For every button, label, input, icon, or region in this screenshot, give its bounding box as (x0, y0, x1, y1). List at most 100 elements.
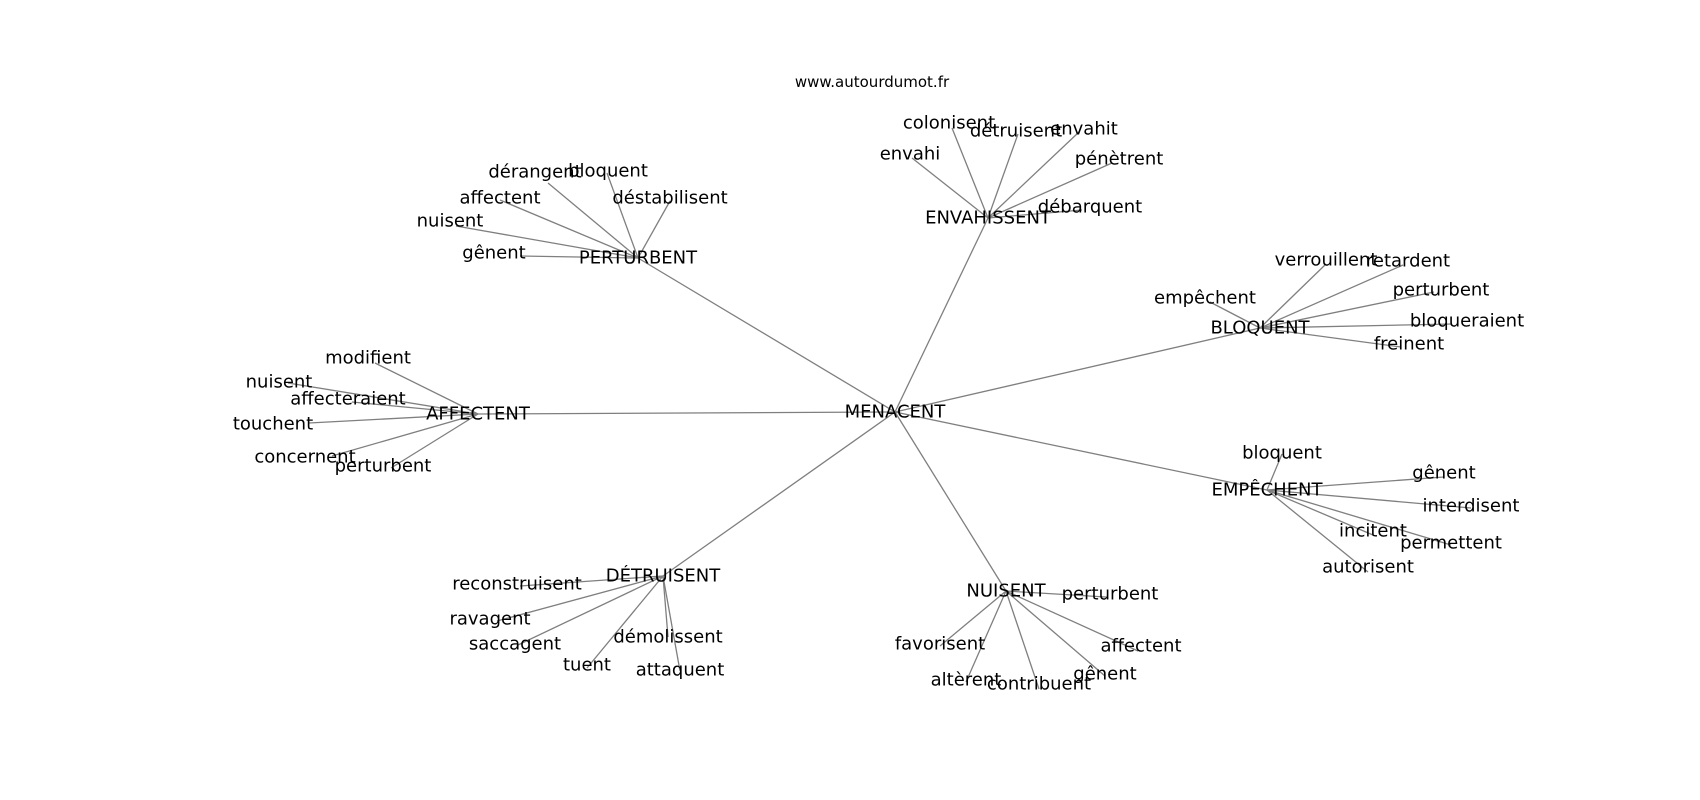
edge-envahissent-leaf-5 (987, 209, 1083, 219)
hub-node-bloquent[interactable]: BLOQUENT (1210, 318, 1310, 339)
edges (287, 127, 1472, 690)
edge-perturbent-leaf-5 (519, 255, 639, 259)
leaf-node-perturbent[interactable]: affectent (460, 188, 541, 209)
leaf-node-bloquent[interactable]: retardent (1366, 251, 1450, 272)
center-node[interactable]: MENACENT (845, 402, 947, 423)
edge-detruisent-leaf-5 (662, 575, 681, 672)
leaf-node-nuisent[interactable]: altèrent (931, 670, 1002, 691)
edge-empechent-leaf-2 (1266, 489, 1472, 509)
edge-perturbent-leaf-1 (606, 172, 639, 259)
edge-bloquent-leaf-1 (1259, 264, 1404, 329)
hub-node-affectent[interactable]: AFFECTENT (426, 404, 531, 425)
leaf-node-detruisent[interactable]: reconstruisent (452, 574, 582, 595)
edge-center-empechent (894, 411, 1268, 491)
edge-affectent-leaf-2 (351, 401, 479, 415)
edge-bloquent-leaf-4 (1259, 323, 1453, 329)
edge-empechent-leaf-5 (1266, 489, 1369, 573)
leaf-node-detruisent[interactable]: attaquent (636, 660, 725, 681)
edge-affectent-leaf-4 (331, 413, 479, 457)
leaf-node-empechent[interactable]: incitent (1339, 521, 1407, 542)
leaf-node-bloquent[interactable]: empêchent (1154, 288, 1256, 309)
leaf-node-affectent[interactable]: concernent (254, 447, 355, 468)
edge-empechent-leaf-3 (1266, 489, 1374, 536)
leaf-node-bloquent[interactable]: verrouillent (1275, 250, 1378, 271)
edge-affectent-leaf-0 (374, 362, 479, 415)
edge-envahissent-leaf-1 (987, 133, 1019, 219)
edge-perturbent-leaf-0 (547, 182, 639, 259)
leaf-node-envahissent[interactable]: envahi (880, 144, 941, 165)
edge-empechent-leaf-1 (1266, 476, 1445, 491)
edge-empechent-leaf-0 (1266, 453, 1283, 491)
leaf-node-detruisent[interactable]: ravagent (449, 609, 530, 630)
leaf-node-nuisent[interactable]: affectent (1101, 636, 1182, 657)
leaf-node-detruisent[interactable]: tuent (563, 655, 611, 676)
leaf-node-bloquent[interactable]: bloqueraient (1410, 311, 1524, 332)
leaf-node-envahissent[interactable]: envahit (1050, 119, 1118, 140)
leaf-node-affectent[interactable]: modifient (325, 348, 411, 369)
edge-nuisent-leaf-2 (1005, 590, 1139, 652)
leaf-node-envahissent[interactable]: détruisent (970, 121, 1062, 142)
leaf-node-bloquent[interactable]: freinent (1374, 334, 1444, 355)
edge-bloquent-leaf-3 (1259, 291, 1435, 329)
hub-node-empechent[interactable]: EMPÊCHENT (1211, 479, 1323, 501)
edge-detruisent-leaf-2 (517, 575, 664, 646)
leaf-node-envahissent[interactable]: pénètrent (1075, 149, 1164, 170)
leaf-node-empechent[interactable]: bloquent (1242, 443, 1322, 464)
leaf-node-detruisent[interactable]: saccagent (469, 634, 561, 655)
edge-detruisent-leaf-0 (519, 575, 664, 587)
leaf-node-perturbent[interactable]: dérangent (488, 162, 581, 183)
edge-detruisent-leaf-4 (586, 575, 664, 669)
labels: MENACENTPERTURBENTdérangentbloquentdésta… (233, 113, 1524, 695)
edge-perturbent-leaf-2 (637, 200, 671, 259)
leaf-node-affectent[interactable]: nuisent (246, 372, 313, 393)
leaf-node-empechent[interactable]: interdisent (1423, 496, 1520, 517)
edge-bloquent-leaf-2 (1209, 301, 1261, 329)
site-url[interactable]: www.autourdumot.fr (795, 73, 950, 91)
leaf-node-nuisent[interactable]: contribuent (987, 674, 1091, 695)
leaf-node-perturbent[interactable]: gênent (462, 243, 525, 264)
edge-perturbent-leaf-4 (455, 225, 639, 259)
edge-perturbent-leaf-3 (499, 199, 639, 259)
edge-bloquent-leaf-5 (1259, 327, 1402, 348)
leaf-node-affectent[interactable]: perturbent (335, 456, 432, 477)
edge-nuisent-leaf-4 (965, 590, 1007, 683)
leaf-node-affectent[interactable]: affecteraient (290, 389, 406, 410)
leaf-node-affectent[interactable]: touchent (233, 414, 313, 435)
leaf-node-perturbent[interactable]: nuisent (417, 211, 484, 232)
edge-detruisent-leaf-1 (496, 575, 664, 622)
leaf-node-perturbent[interactable]: déstabilisent (612, 188, 727, 209)
edge-bloquent-leaf-0 (1259, 263, 1327, 329)
edge-center-detruisent (662, 411, 896, 577)
edge-envahissent-leaf-4 (987, 162, 1113, 219)
leaf-node-nuisent[interactable]: perturbent (1062, 584, 1159, 605)
edge-envahissent-leaf-3 (911, 157, 989, 219)
leaf-node-nuisent[interactable]: favorisent (895, 634, 985, 655)
edge-nuisent-leaf-5 (1005, 590, 1040, 690)
edge-nuisent-leaf-0 (1005, 590, 1107, 598)
edge-center-bloquent (894, 327, 1261, 413)
edge-affectent-leaf-5 (390, 413, 479, 469)
leaf-node-empechent[interactable]: permettent (1400, 533, 1502, 554)
leaf-node-detruisent[interactable]: démolissent (613, 627, 722, 648)
edge-center-perturbent (637, 257, 896, 413)
leaf-node-nuisent[interactable]: gênent (1073, 664, 1136, 685)
edge-center-envahissent (894, 217, 989, 413)
edge-nuisent-leaf-3 (1005, 590, 1106, 677)
leaf-node-perturbent[interactable]: bloquent (568, 161, 648, 182)
leaf-node-envahissent[interactable]: débarquent (1038, 197, 1142, 218)
edge-detruisent-leaf-3 (662, 575, 669, 638)
edge-nuisent-leaf-1 (939, 590, 1007, 647)
leaf-node-empechent[interactable]: autorisent (1322, 557, 1414, 578)
edge-envahissent-leaf-0 (951, 127, 989, 219)
edge-center-nuisent (894, 411, 1007, 592)
leaf-node-bloquent[interactable]: perturbent (1393, 280, 1490, 301)
edge-affectent-leaf-1 (287, 382, 479, 415)
hub-node-perturbent[interactable]: PERTURBENT (579, 248, 698, 269)
leaf-node-empechent[interactable]: gênent (1412, 463, 1475, 484)
leaf-node-envahissent[interactable]: colonisent (903, 113, 995, 134)
hub-node-nuisent[interactable]: NUISENT (966, 581, 1046, 602)
hub-node-envahissent[interactable]: ENVAHISSENT (925, 208, 1052, 229)
hub-node-detruisent[interactable]: DÉTRUISENT (606, 565, 721, 587)
edge-envahissent-leaf-2 (987, 131, 1080, 219)
